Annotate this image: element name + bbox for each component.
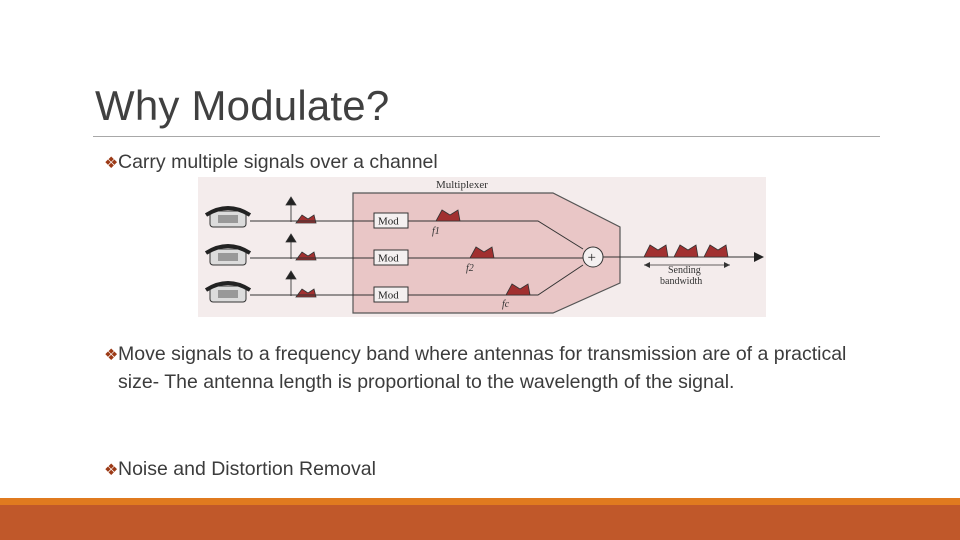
diamond-bullet-icon: ❖ (104, 155, 119, 172)
bullet-noise-removal: ❖Noise and Distortion Removal (104, 456, 888, 484)
bullet-carry-multiple: ❖Carry multiple signals over a channel (104, 149, 888, 177)
mod-label: Mod (378, 216, 399, 228)
sending-label: Sending (668, 265, 701, 276)
signal-spectrum-icon (505, 283, 531, 296)
multiplexer-diagram: Multiplexer Mod Mod Mod (198, 177, 766, 322)
adder-symbol: + (588, 250, 596, 266)
freq-label: f2 (466, 263, 474, 274)
diamond-bullet-icon: ❖ (104, 462, 119, 479)
bandwidth-label: bandwidth (660, 276, 702, 287)
signal-spectrum-icon (673, 244, 699, 258)
diamond-bullet-icon: ❖ (104, 347, 119, 364)
bullet-text: Carry multiple signals over a channel (118, 151, 438, 173)
multiplexer-label: Multiplexer (436, 179, 488, 191)
signal-spectrum-icon (703, 244, 729, 258)
title-divider (93, 136, 880, 137)
telephone-icon (204, 206, 252, 228)
footer-accent-bar (0, 505, 960, 540)
arrow-icon (754, 252, 764, 262)
signal-spectrum-icon (643, 244, 669, 258)
signal-spectrum-icon (469, 246, 495, 259)
telephone-icon (204, 281, 252, 303)
bullet-move-signals: ❖Move signals to a frequency band where … (104, 341, 888, 395)
bullet-text: Move signals to a frequency band where a… (118, 343, 847, 393)
freq-label: f1 (432, 226, 440, 237)
slide-title: Why Modulate? (95, 82, 390, 129)
freq-label: fc (502, 299, 510, 310)
mod-label: Mod (378, 253, 399, 265)
signal-spectrum-icon (435, 209, 461, 222)
bullet-text: Noise and Distortion Removal (118, 458, 376, 480)
mod-label: Mod (378, 290, 399, 302)
footer-accent-stripe (0, 498, 960, 505)
telephone-icon (204, 244, 252, 266)
